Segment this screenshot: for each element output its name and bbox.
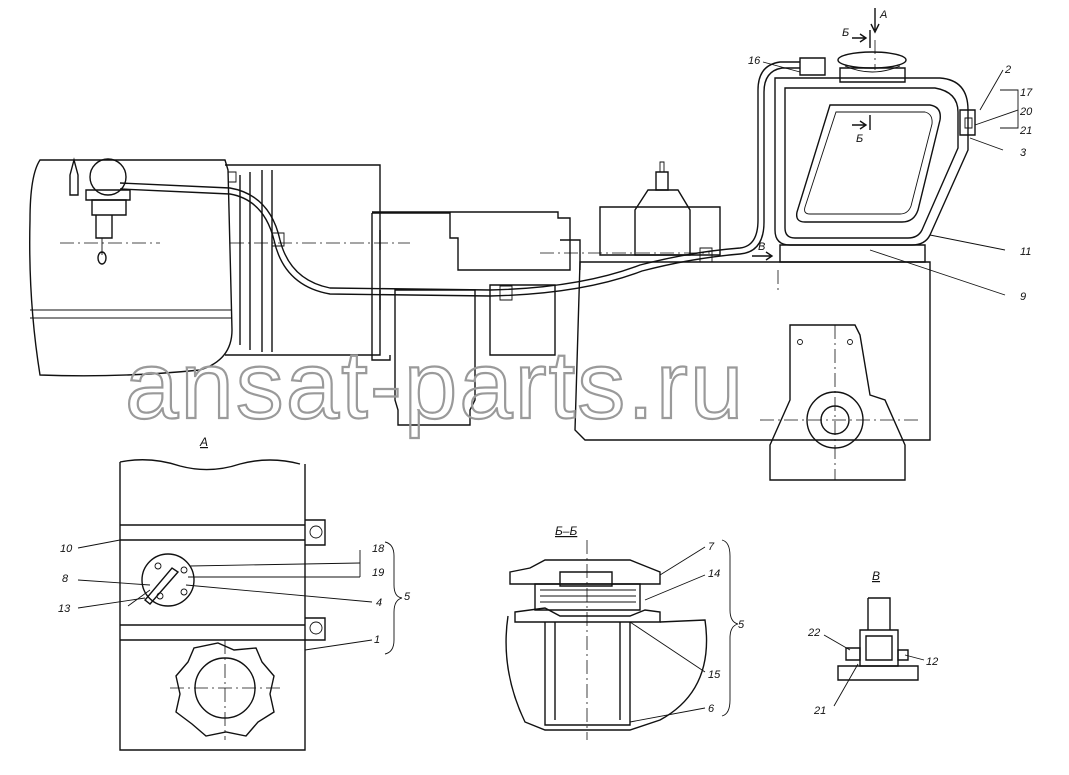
view-bb-leaders (629, 539, 739, 723)
label-12: 12 (926, 656, 938, 668)
label-3: 3 (1020, 147, 1027, 159)
label-16: 16 (748, 55, 761, 67)
label-5-view-bb: 5 (738, 619, 745, 631)
label-8: 8 (62, 573, 69, 585)
view-a-leaders (77, 539, 403, 655)
view-v-labels: 22 12 21 (807, 627, 938, 717)
label-18: 18 (372, 543, 385, 555)
view-v-title: В (872, 569, 880, 583)
view-a: А (119, 435, 326, 751)
label-1: 1 (374, 634, 380, 646)
watermark-text: ansat-parts.ru (125, 332, 745, 439)
main-assembly-view (29, 40, 976, 481)
label-4: 4 (376, 597, 382, 609)
label-15: 15 (708, 669, 721, 681)
view-bb-title: Б–Б (555, 524, 577, 538)
view-v: В (837, 569, 919, 681)
label-22: 22 (807, 627, 820, 639)
section-mark-b-mid: Б (856, 133, 863, 145)
main-view-labels: 16 2 17 20 21 3 11 9 Б А Б В (748, 9, 1033, 303)
label-20: 20 (1019, 106, 1033, 118)
label-7: 7 (708, 541, 715, 553)
label-5-view-a: 5 (404, 591, 411, 603)
label-6: 6 (708, 703, 715, 715)
label-21-view-v: 21 (813, 705, 826, 717)
view-bb-labels: 7 14 5 15 6 (708, 541, 745, 715)
section-mark-a: А (879, 9, 887, 21)
view-a-labels: 10 8 13 18 19 4 5 1 (58, 543, 411, 646)
view-bb: Б–Б (505, 524, 708, 740)
section-mark-v: В (758, 241, 765, 253)
label-2: 2 (1004, 64, 1011, 76)
label-21: 21 (1019, 125, 1032, 137)
main-view-leaders (752, 8, 1019, 296)
label-14: 14 (708, 568, 720, 580)
label-10: 10 (60, 543, 73, 555)
section-mark-b-top: Б (842, 27, 849, 39)
label-17: 17 (1020, 87, 1033, 99)
label-13: 13 (58, 603, 71, 615)
label-19: 19 (372, 567, 384, 579)
view-v-leaders (823, 634, 925, 707)
view-a-title: А (199, 435, 208, 449)
label-11: 11 (1020, 246, 1031, 258)
label-9: 9 (1020, 291, 1026, 303)
